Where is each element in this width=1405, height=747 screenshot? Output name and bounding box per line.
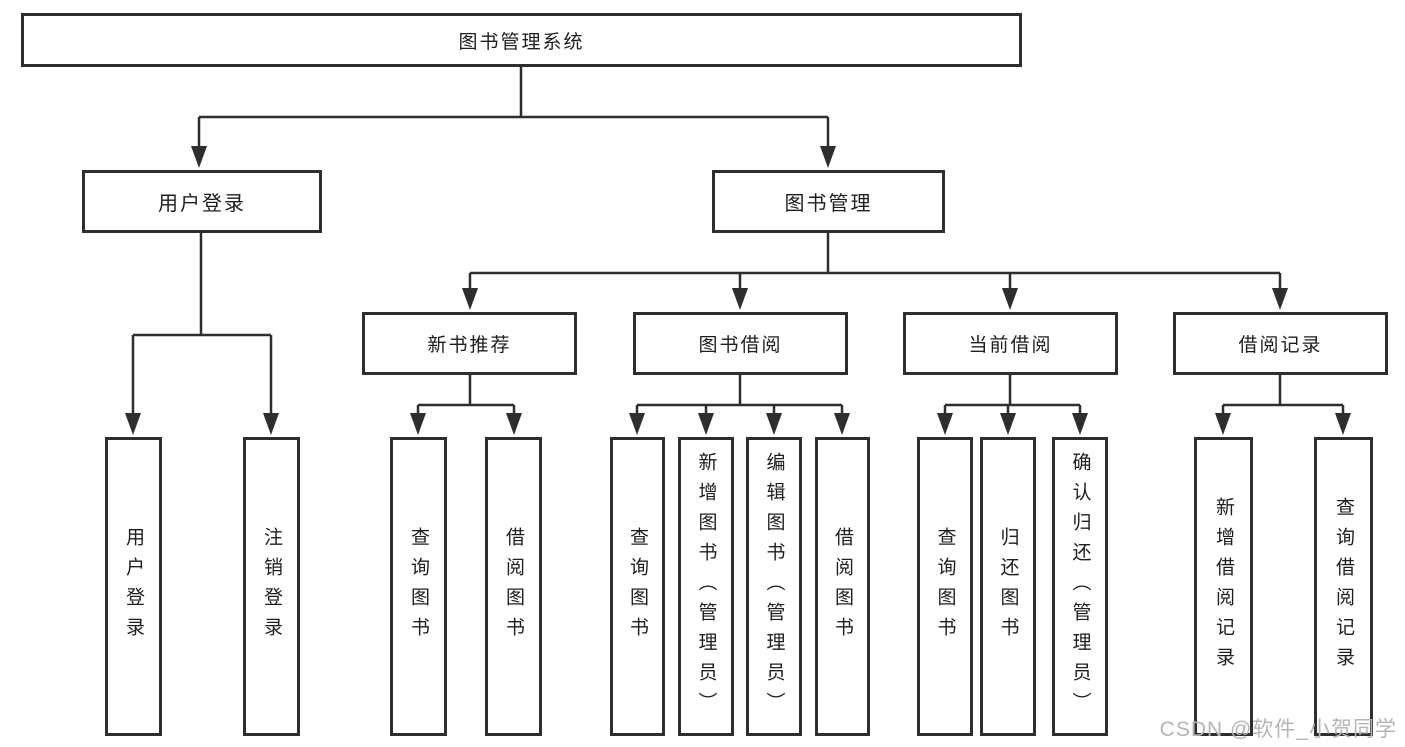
node-book-management: 图书管理 [712,170,945,233]
node-library-management-system: 图书管理系统 [21,13,1022,67]
leaf-query-borrow-record: 查询借阅记录 [1314,437,1373,736]
node-user-login: 用户登录 [82,170,322,233]
connector-user-login-to-leaves [125,233,279,435]
connector-current-borrowing-to-leaves [937,375,1088,435]
node-book-borrowing: 图书借阅 [633,312,848,375]
leaf-query-books-recommendation: 查询图书 [390,437,447,736]
leaf-query-books-borrowing: 查询图书 [610,437,665,736]
node-new-book-recommendation: 新书推荐 [362,312,577,375]
csdn-watermark: CSDN @软件_小贺同学 [1159,718,1397,741]
leaf-logout: 注销登录 [243,437,300,736]
connector-root-to-level2 [191,67,836,168]
connector-book-borrowing-to-leaves [629,375,850,435]
leaf-add-borrow-record: 新增借阅记录 [1194,437,1253,736]
leaf-borrow-books: 借阅图书 [815,437,870,736]
connector-borrowing-records-to-leaves [1215,375,1351,435]
connector-new-book-recommendation-to-leaves [410,375,522,435]
node-current-borrowing: 当前借阅 [903,312,1118,375]
connector-book-management-to-level3 [462,233,1288,310]
leaf-query-books-current: 查询图书 [917,437,973,736]
node-borrowing-records: 借阅记录 [1173,312,1388,375]
leaf-user-login: 用户登录 [105,437,162,736]
leaf-add-books-admin: 新增图书（管理员） [678,437,734,736]
leaf-return-books: 归还图书 [980,437,1036,736]
leaf-confirm-return-admin: 确认归还（管理员） [1052,437,1108,736]
leaf-borrow-books-recommendation: 借阅图书 [485,437,542,736]
leaf-edit-books-admin: 编辑图书（管理员） [746,437,802,736]
